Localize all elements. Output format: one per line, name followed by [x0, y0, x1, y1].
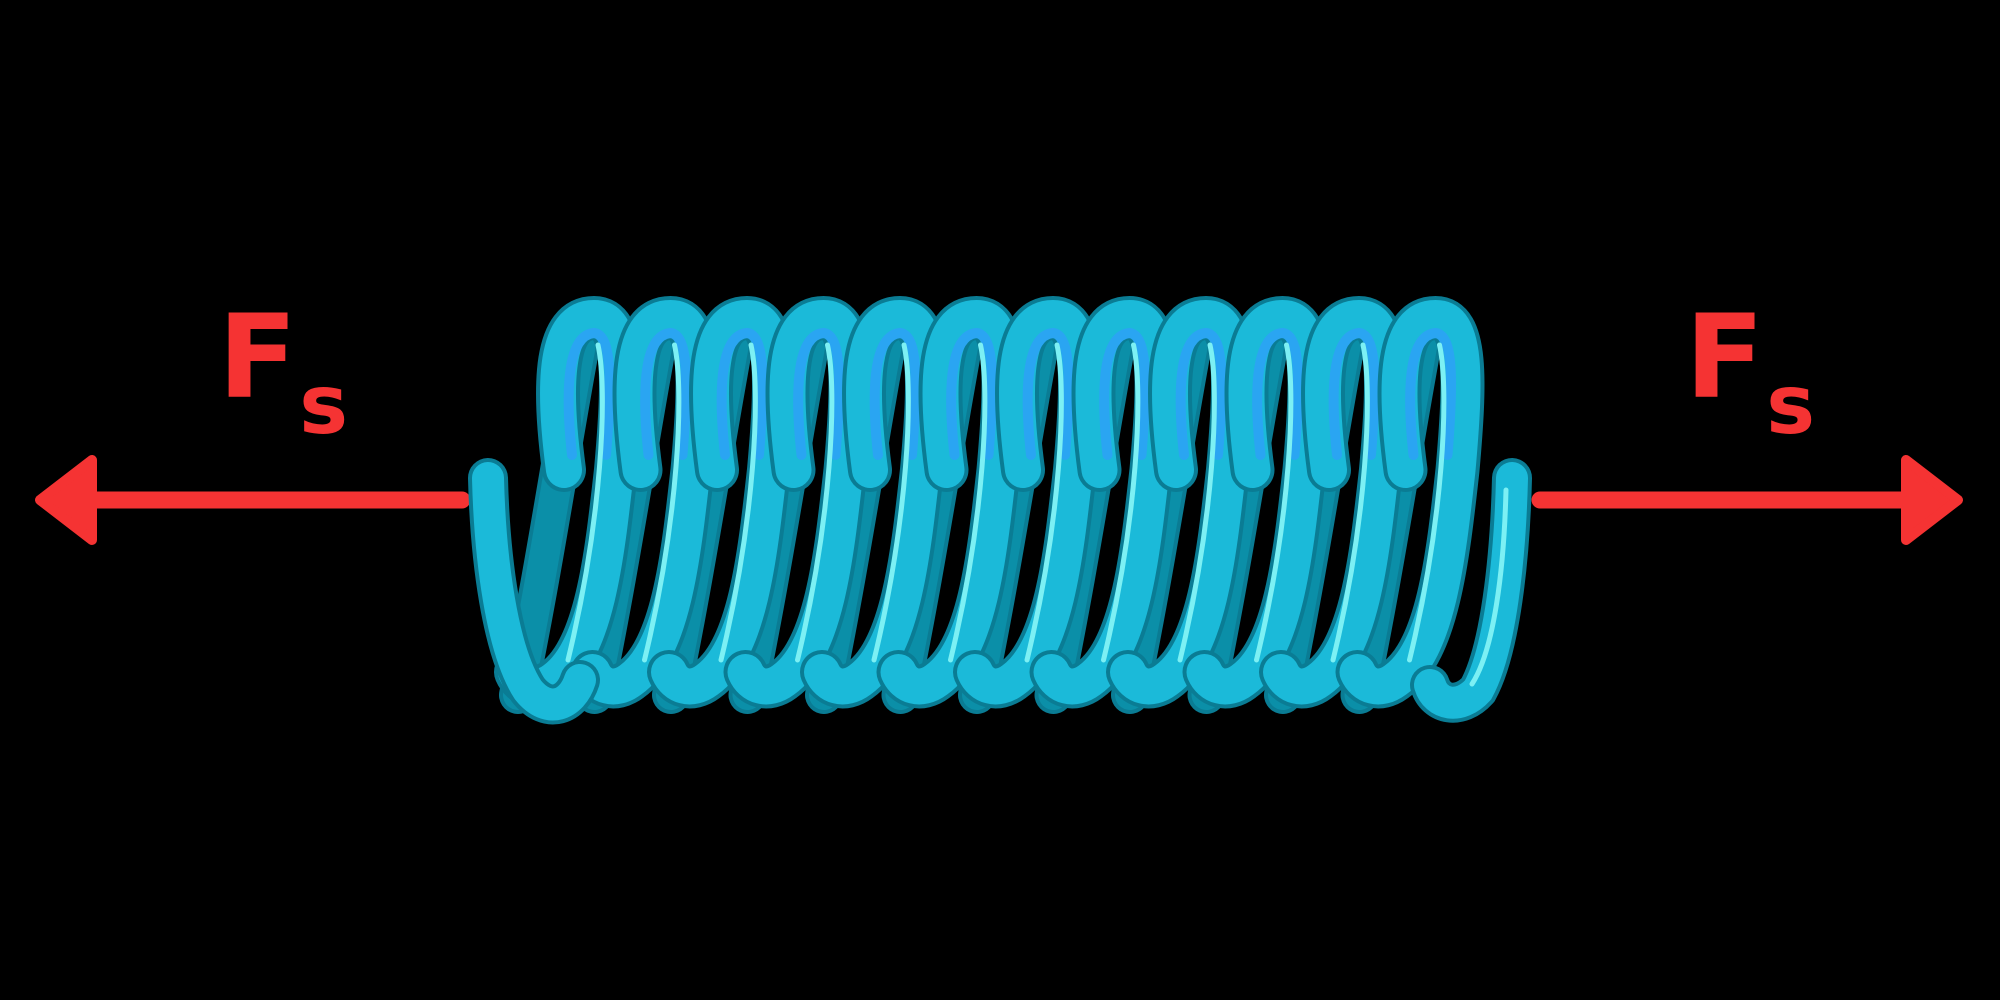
right-end-highlight: [1469, 487, 1509, 687]
left-force-symbol: F: [218, 290, 298, 425]
left-force-subscript: s: [299, 358, 349, 453]
coil-top-shade-5: [869, 327, 921, 460]
coil-front-12: [1335, 295, 1485, 709]
coil-highlight-12: [1407, 342, 1447, 663]
spring-front-segments: [494, 295, 1485, 709]
coil-highlight-11: [1330, 342, 1370, 663]
coil-highlight-10: [1254, 342, 1294, 663]
coil-top-shade-9: [1175, 327, 1227, 460]
coil-highlight-6: [948, 342, 988, 663]
coil-top-shade-6: [946, 327, 998, 460]
right-force-symbol: F: [1685, 290, 1765, 425]
coil-highlight-3: [718, 342, 758, 663]
coil-top-shade-1: [563, 327, 615, 460]
coil-highlight-1: [565, 342, 605, 663]
coil-highlight-9: [1177, 342, 1217, 663]
left-force-label: Fs: [218, 300, 348, 447]
coil-top-shade-4: [793, 327, 845, 460]
right-force-subscript: s: [1766, 358, 1816, 453]
coil-top-shade-12: [1405, 327, 1457, 460]
coil-top-shade-2: [640, 327, 692, 460]
coil-highlight-2: [642, 342, 682, 663]
right-end-hook: [1410, 458, 1532, 723]
coil-spring: [468, 295, 1532, 725]
spring-end-hooks: [468, 458, 1532, 725]
left-end-hook: [468, 458, 600, 725]
coil-highlight-7: [1024, 342, 1064, 663]
coil-top-shade-3: [716, 327, 768, 460]
coil-highlight-4: [795, 342, 835, 663]
coil-top-shade-11: [1328, 327, 1380, 460]
left-arrowhead: [35, 455, 97, 545]
coil-top-shade-10: [1252, 327, 1304, 460]
left-force-arrow: [35, 455, 471, 545]
coil-top-shade-8: [1099, 327, 1151, 460]
coil-highlight-5: [871, 342, 911, 663]
right-force-label: Fs: [1685, 300, 1815, 447]
coil-highlight-8: [1101, 342, 1141, 663]
coil-top-shade-7: [1022, 327, 1074, 460]
right-force-arrow: [1531, 455, 1963, 545]
right-arrowhead: [1901, 455, 1963, 545]
